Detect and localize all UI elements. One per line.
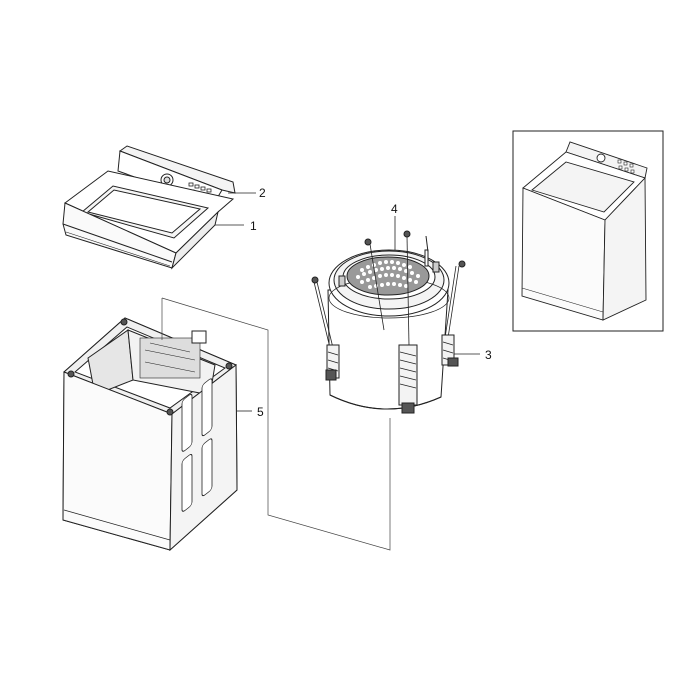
inset-knob-icon	[596, 153, 606, 163]
side-panel-cutouts	[181, 378, 213, 512]
callout-3: 3	[485, 348, 492, 362]
callout-1: 1	[250, 219, 257, 233]
basket-holes	[356, 260, 420, 289]
callout-5: 5	[257, 405, 264, 419]
callout-2: 2	[259, 186, 266, 200]
assembly-guide-lines	[161, 297, 391, 551]
callout-4: 4	[391, 202, 398, 216]
cabinet-assembly	[62, 317, 238, 552]
assembled-washer-inset	[512, 130, 664, 332]
top-cover-assembly	[62, 145, 236, 270]
tub-assembly	[311, 230, 466, 414]
